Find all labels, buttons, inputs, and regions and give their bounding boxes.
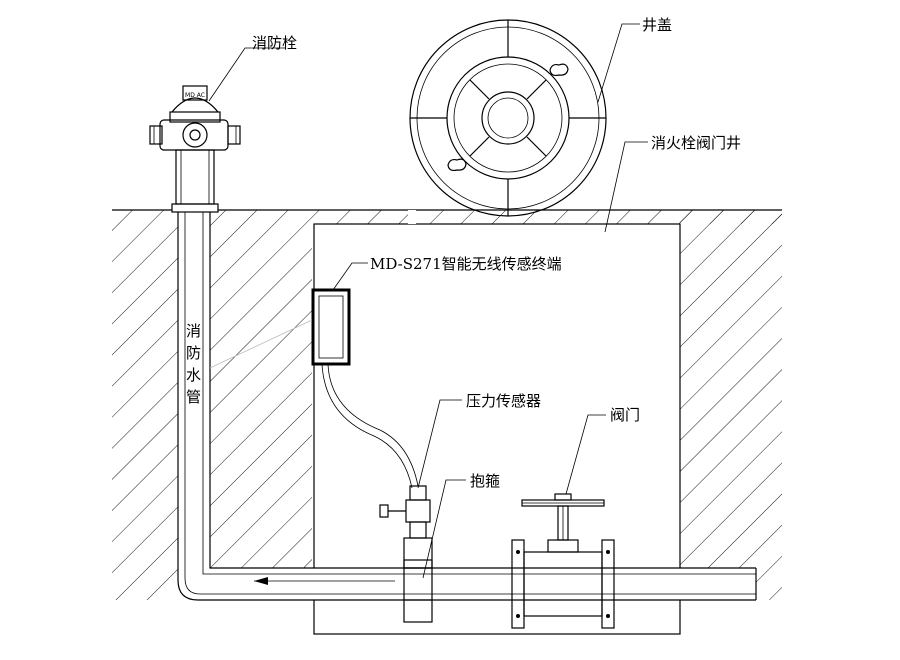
label-manhole-cover: 井盖 — [642, 16, 672, 34]
label-fire-pipe: 消 防 水 管 — [186, 322, 201, 406]
label-sensor-terminal: MD-S271智能无线传感终端 — [370, 255, 562, 273]
pressure-sensor-assembly — [379, 485, 433, 623]
label-fire-pipe-char: 防 — [186, 344, 201, 362]
label-fire-pipe-char: 消 — [186, 322, 201, 340]
valve-well-pit — [313, 210, 681, 635]
gate-valve — [511, 493, 615, 629]
fire-hydrant: MD AC — [149, 85, 241, 213]
label-pressure-sensor: 压力传感器 — [466, 392, 541, 410]
label-valve: 阀门 — [610, 406, 640, 424]
svg-text:MD AC: MD AC — [185, 92, 205, 99]
label-hydrant: 消防栓 — [252, 34, 297, 52]
flow-arrow — [254, 577, 395, 585]
label-fire-pipe-char: 管 — [186, 388, 201, 406]
leader-lines — [208, 23, 648, 579]
label-clamp: 抱箍 — [470, 472, 500, 490]
wireless-sensor-terminal — [311, 288, 419, 489]
label-valve-well: 消火栓阀门井 — [651, 134, 741, 152]
fire-water-pipe — [177, 212, 757, 601]
label-fire-pipe-char: 水 — [186, 366, 201, 384]
soil-hatching — [112, 209, 782, 600]
manhole-cover — [409, 19, 607, 217]
connector-line — [209, 319, 313, 369]
